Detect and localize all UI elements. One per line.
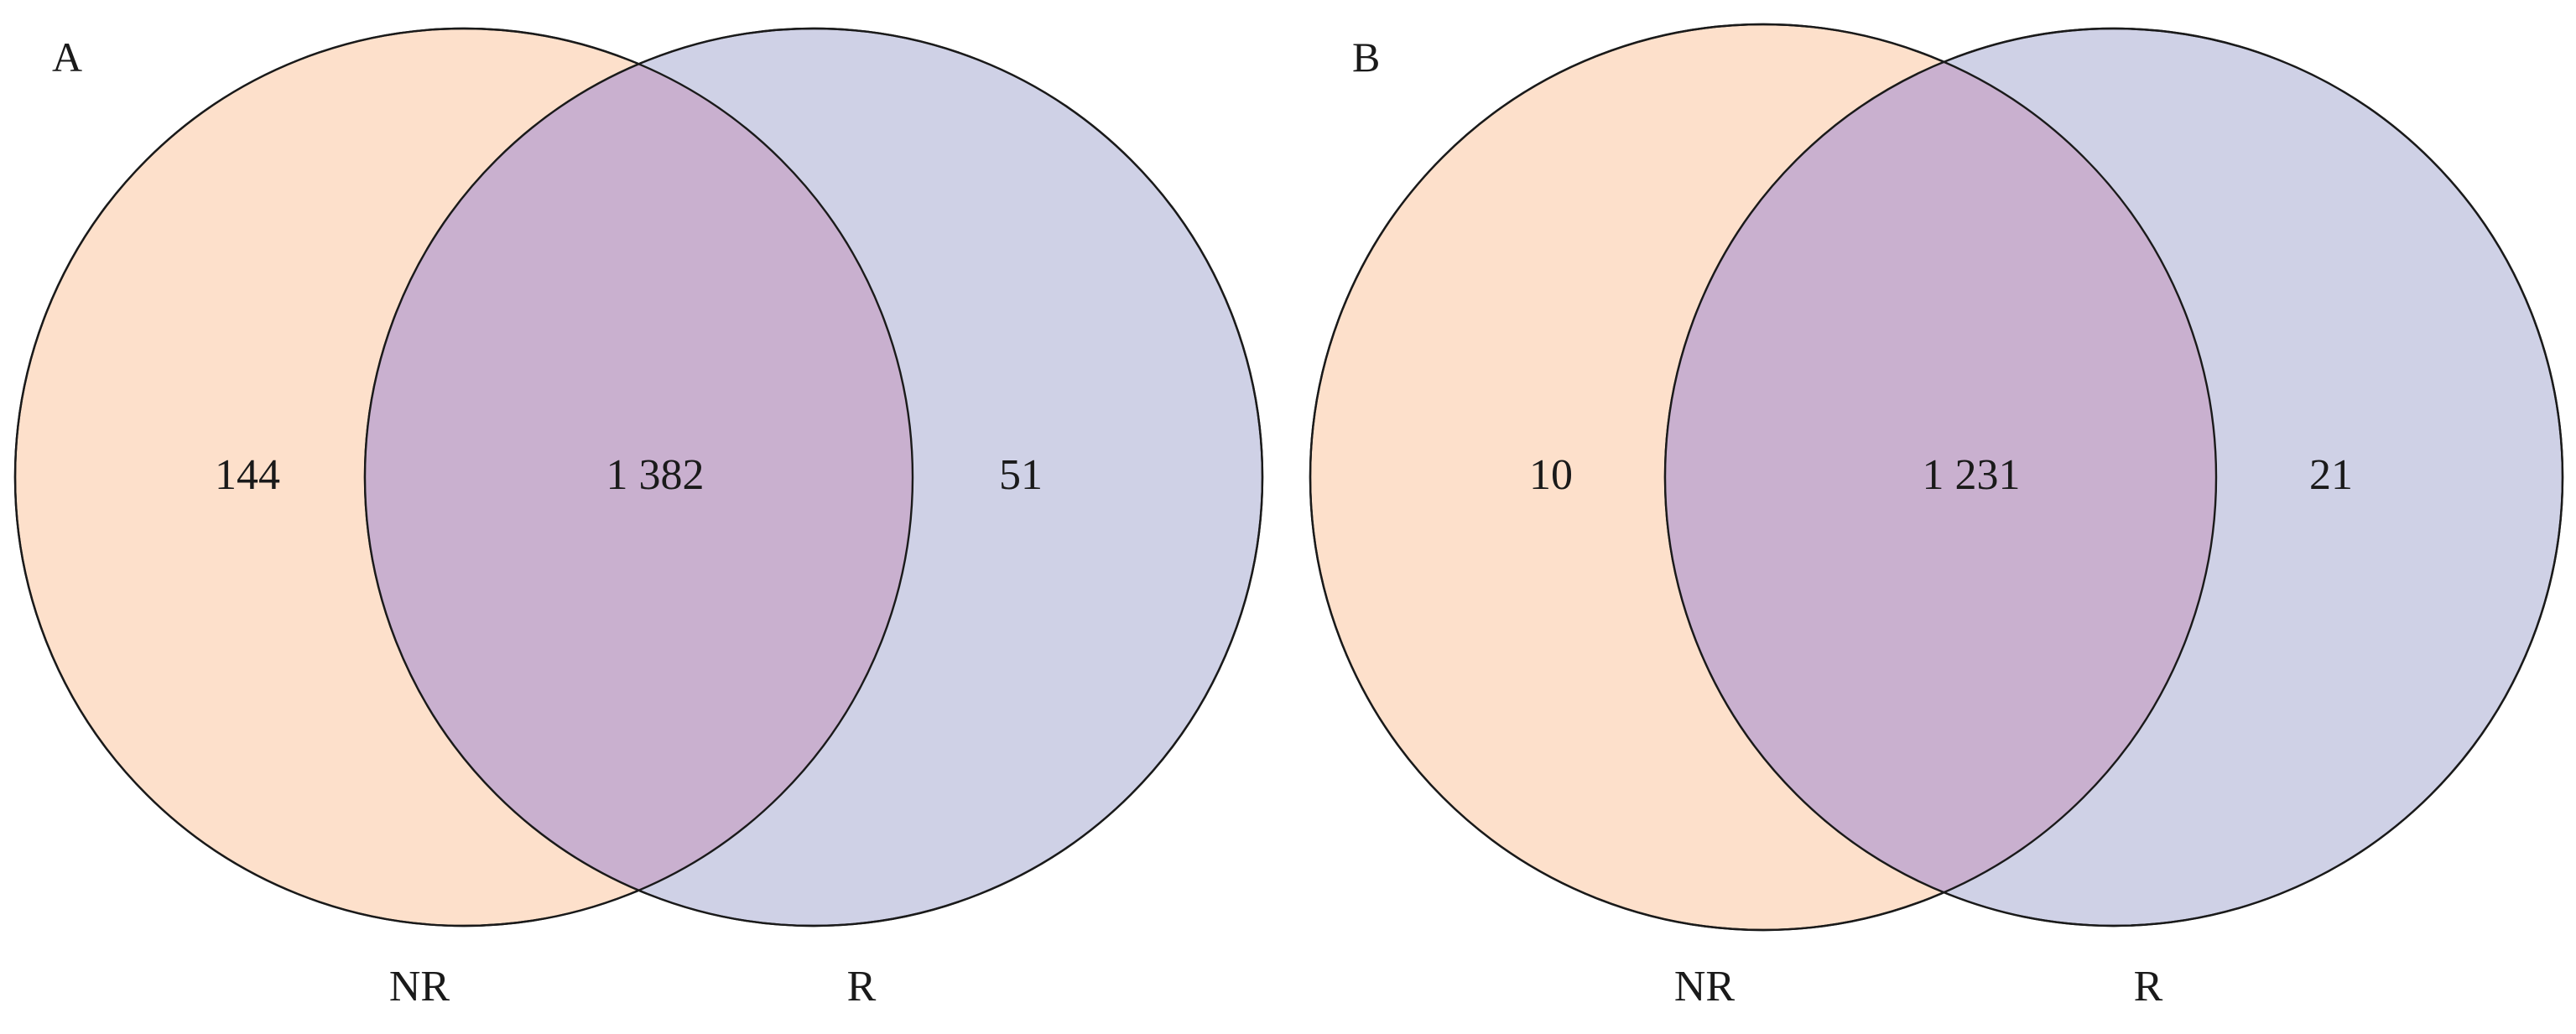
venn-panel-b: B 10 1 231 21 NR R bbox=[1309, 23, 2564, 1011]
set-label-nr: NR bbox=[389, 963, 450, 1011]
count-nr-only: 10 bbox=[1529, 451, 1573, 499]
set-label-r: R bbox=[2134, 963, 2163, 1011]
panel-label: B bbox=[1352, 34, 1380, 81]
venn-circle-nr-outline bbox=[1309, 23, 2218, 932]
panel-label: A bbox=[52, 34, 82, 81]
count-r-only: 21 bbox=[2309, 451, 2353, 499]
venn-circle-nr-outline bbox=[13, 27, 914, 927]
set-label-nr: NR bbox=[1674, 963, 1736, 1011]
venn-overlap-region bbox=[365, 29, 913, 926]
count-r-only: 51 bbox=[999, 451, 1043, 499]
venn-circle-r-outline bbox=[363, 27, 1264, 927]
count-nr-only: 144 bbox=[215, 451, 280, 499]
count-intersection: 1 382 bbox=[606, 451, 705, 499]
count-intersection: 1 231 bbox=[1923, 451, 2021, 499]
venn-circle-r-outline bbox=[1663, 27, 2564, 927]
venn-panel-a: A 144 1 382 51 NR R bbox=[13, 27, 1264, 1011]
set-label-r: R bbox=[847, 963, 877, 1011]
venn-overlap-region bbox=[1665, 29, 2216, 926]
